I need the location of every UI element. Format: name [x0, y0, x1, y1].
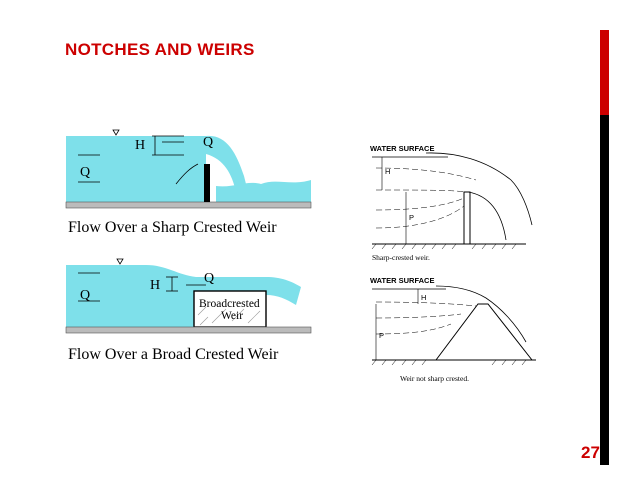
sketch-label-h: H: [385, 167, 390, 176]
weir-block-label-2: Weir: [221, 310, 243, 322]
broad-weir-block: [193, 290, 267, 328]
sketch-water-surface-label: WATER SURFACE: [370, 276, 434, 285]
streamline-2: [375, 313, 462, 319]
streamline-arrow: [175, 163, 199, 185]
channel-water-lower: [66, 295, 194, 327]
streamline-2: [375, 189, 467, 193]
broad-label-q-left: Q: [80, 288, 90, 303]
flow-surface: [435, 285, 527, 343]
weir-block-label-1: Broadcrested: [199, 298, 260, 310]
water-surface-marker: [116, 258, 124, 265]
ground-hatch: [371, 359, 527, 366]
nappe-lower: [467, 191, 507, 241]
broad-label-q-top: Q: [204, 271, 214, 286]
sharp-label-q-top: Q: [203, 135, 213, 150]
sketch-label-p: P: [409, 213, 414, 222]
ground-hatch: [371, 243, 517, 250]
weir-hatching: [197, 306, 261, 326]
sharp-label-q-left: Q: [80, 165, 90, 180]
tailwater: [216, 180, 311, 202]
slide-title: NOTCHES AND WEIRS: [65, 40, 255, 59]
channel-water: [66, 136, 206, 202]
weir-plate: [463, 191, 471, 245]
sharp-crested-weir-diagram: H Q Q Flow Over a Sharp Crested Weir: [65, 129, 312, 236]
streamline-3: [375, 197, 465, 211]
weir-body: [435, 303, 533, 361]
water-surface-marker: [112, 129, 120, 136]
streamline-4: [375, 205, 465, 229]
sharp-label-h: H: [135, 138, 145, 153]
streamline-3: [375, 323, 452, 335]
nappe: [206, 135, 248, 192]
sketch-label-p: P: [379, 331, 384, 340]
sharp-weir-sketch: WATER SURFACE H P Sharp-crested weir.: [370, 144, 533, 262]
page-number: 27: [581, 443, 600, 462]
channel-bed: [65, 326, 312, 334]
streamline-1: [375, 301, 477, 307]
broad-label-h: H: [150, 278, 160, 293]
sketch-caption: Weir not sharp crested.: [400, 374, 469, 383]
sketch-label-h: H: [421, 293, 426, 302]
sketch-water-surface-label: WATER SURFACE: [370, 144, 434, 153]
broad-caption: Flow Over a Broad Crested Weir: [68, 346, 279, 363]
sharp-caption: Flow Over a Sharp Crested Weir: [68, 219, 277, 236]
channel-bed: [65, 201, 312, 209]
broad-crested-weir-diagram: H Q Q Broadcrested Weir Flow Over a Broa…: [65, 258, 312, 363]
broad-weir-sketch: WATER SURFACE H P Weir not sharp crested…: [370, 276, 536, 383]
sketch-caption: Sharp-crested weir.: [372, 253, 430, 262]
streamline-1: [375, 167, 477, 181]
nappe-upper: [425, 152, 533, 226]
sidebar-accent-bar: [600, 30, 609, 115]
sidebar-dark-bar: [600, 115, 609, 465]
sharp-weir-plate: [204, 164, 210, 202]
